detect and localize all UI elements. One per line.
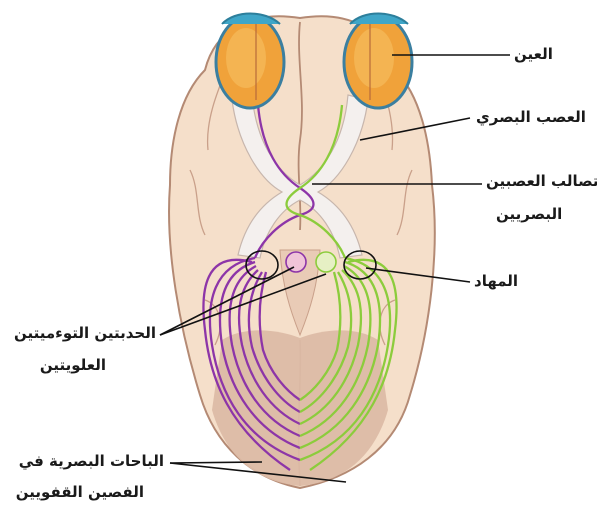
left-eye (216, 14, 284, 109)
label-optic-nerve: العصب البصري (476, 106, 586, 128)
label-optic-chiasm-line1: تصالب العصبين (486, 170, 597, 192)
label-visual-cortex-line1: الباحات البصرية في (4, 450, 164, 472)
label-optic-chiasm-line2: البصريين (496, 203, 562, 225)
label-superior-colliculi-line2: العلويتين (6, 354, 106, 376)
label-eye: العين (514, 43, 553, 65)
occipital-lobe-right (300, 330, 388, 486)
leader-cortex-a (170, 462, 262, 463)
label-thalamus: المهاد (474, 270, 518, 292)
label-visual-cortex-line2: الفصين القفويين (4, 481, 144, 503)
label-superior-colliculi-line1: الحدبتين التوءميتين (6, 322, 156, 344)
right-eye (344, 14, 412, 109)
